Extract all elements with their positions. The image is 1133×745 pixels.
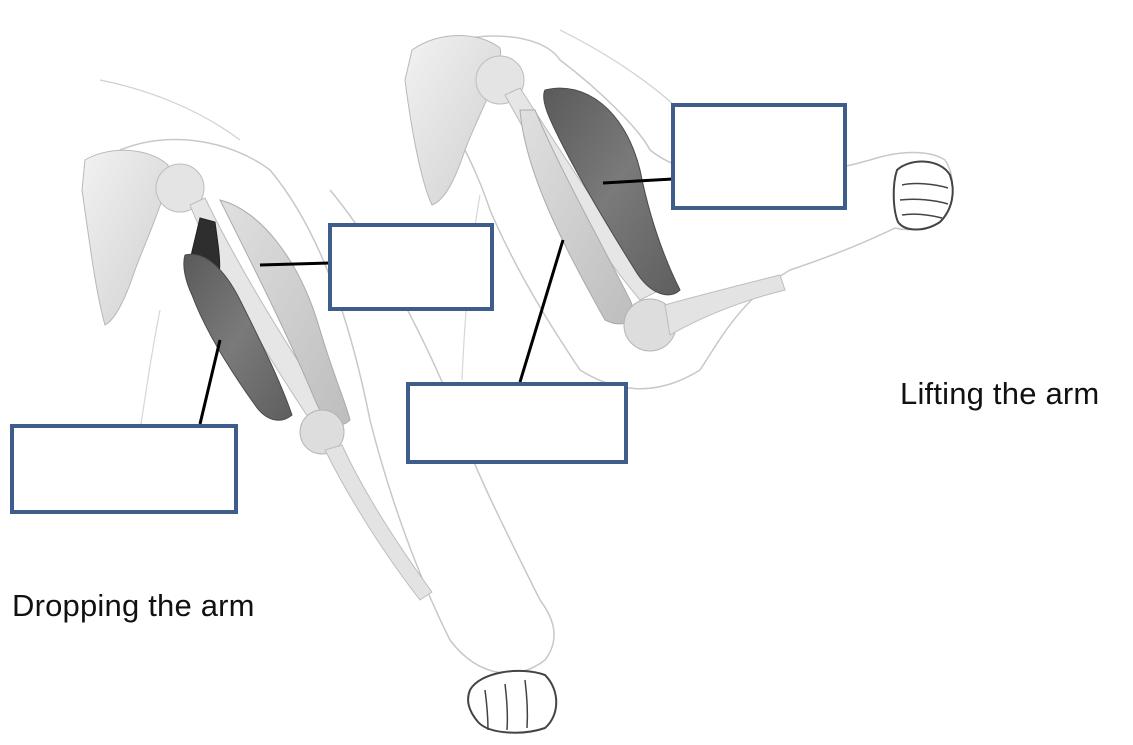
lifting-fist — [894, 162, 953, 230]
dropping-forearm-bones — [325, 445, 432, 600]
dropping-fist — [468, 671, 556, 733]
label-box-dropping-upper[interactable] — [328, 223, 494, 311]
lifting-forearm-bones — [665, 275, 785, 335]
leader-line-lifting-lower — [520, 240, 563, 382]
dropping-torso-outline — [100, 80, 240, 140]
label-box-dropping-lower[interactable] — [10, 424, 238, 514]
leader-line-dropping-upper — [260, 263, 330, 265]
dropping-body-outline — [140, 310, 160, 430]
label-box-lifting-lower[interactable] — [406, 382, 628, 464]
dropping-scapula — [82, 150, 168, 325]
leader-line-dropping-lower — [200, 340, 220, 424]
caption-dropping-the-arm: Dropping the arm — [12, 588, 255, 624]
label-box-lifting-upper[interactable] — [671, 103, 847, 210]
caption-lifting-the-arm: Lifting the arm — [900, 376, 1099, 412]
